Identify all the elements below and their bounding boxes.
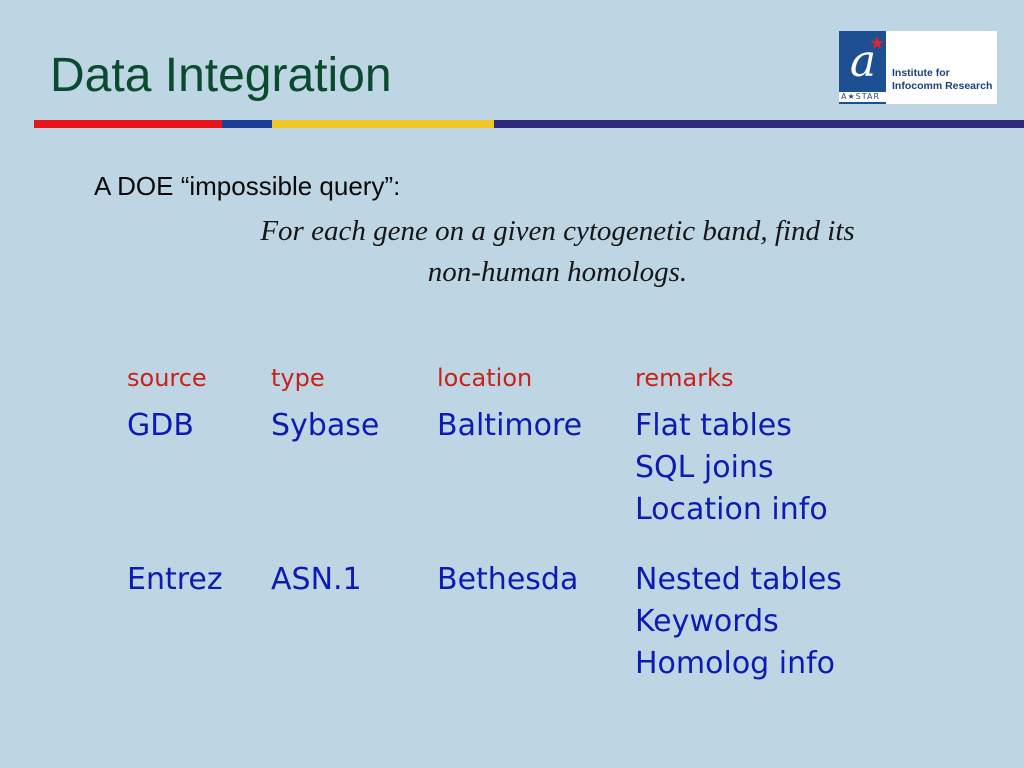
table-cell-source: Entrez bbox=[127, 562, 223, 597]
remark-item: Flat tables bbox=[635, 408, 792, 443]
query-line: For each gene on a given cytogenetic ban… bbox=[260, 215, 855, 247]
query-intro: A DOE “impossible query”: bbox=[94, 171, 401, 201]
astar-logo-mark: a ★ bbox=[839, 31, 886, 104]
star-icon: ★ bbox=[869, 33, 886, 54]
query-statement: For each gene on a given cytogenetic ban… bbox=[190, 211, 925, 293]
astar-a-glyph: a bbox=[849, 36, 877, 87]
table-header-remarks: remarks bbox=[635, 364, 734, 392]
table-cell-type: Sybase bbox=[271, 408, 380, 443]
table-cell-source: GDB bbox=[127, 408, 194, 443]
table-cell-location: Baltimore bbox=[437, 408, 583, 443]
title-rule-yellow bbox=[272, 120, 494, 128]
title-rule-blue bbox=[222, 120, 272, 128]
query-line: non-human homologs. bbox=[427, 256, 688, 288]
table-header-source: source bbox=[127, 364, 207, 392]
table-cell-remarks: Nested tables Keywords Homolog info bbox=[635, 559, 842, 685]
table-header-type: type bbox=[271, 364, 325, 392]
table-header-location: location bbox=[437, 364, 533, 392]
remark-item: Keywords bbox=[635, 604, 779, 639]
table-cell-location: Bethesda bbox=[437, 562, 579, 597]
table-cell-type: ASN.1 bbox=[271, 562, 362, 597]
remark-item: Nested tables bbox=[635, 562, 842, 597]
title-rule-red bbox=[34, 120, 222, 128]
remark-item: SQL joins bbox=[635, 450, 774, 485]
title-rule-indigo bbox=[494, 120, 1024, 128]
slide-title: Data Integration bbox=[50, 49, 392, 102]
table-cell-remarks: Flat tables SQL joins Location info bbox=[635, 405, 828, 531]
astar-wordmark: A★STAR bbox=[839, 92, 901, 102]
logo-line: Infocomm Research bbox=[892, 80, 993, 92]
remark-item: Location info bbox=[635, 492, 828, 527]
logo-institute-name: Institute for Infocomm Research bbox=[892, 67, 992, 93]
astar-i2r-logo: a ★ A★STAR Institute for Infocomm Resear… bbox=[839, 31, 997, 104]
logo-line: Institute for bbox=[892, 67, 950, 79]
remark-item: Homolog info bbox=[635, 646, 836, 681]
